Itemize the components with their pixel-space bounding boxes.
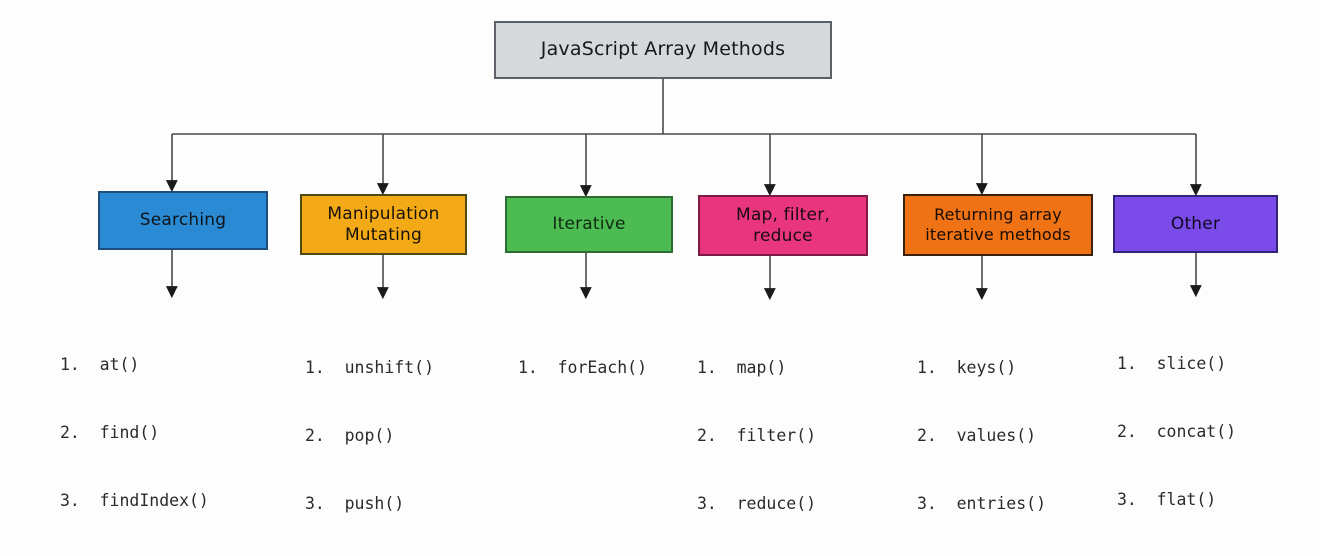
list-item: 3.push()	[305, 494, 405, 514]
list-item: 3.flat()	[1117, 490, 1217, 510]
category-label-map-filter-reduce: Map, filter, reduce	[735, 204, 831, 246]
method-list-other: 1.slice() 2.concat() 3.flat() 4.flatMap(…	[1117, 307, 1317, 556]
list-item: 1.slice()	[1117, 353, 1227, 373]
method-list-manipulation-mutating: 1.unshift() 2.pop() 3.push() 4.shift() 5…	[305, 311, 525, 556]
category-box-manipulation-mutating[interactable]: Manipulation Mutating	[300, 194, 467, 255]
list-item: 3.entries()	[917, 494, 1046, 514]
category-box-searching[interactable]: Searching	[98, 191, 268, 250]
root-node-label: JavaScript Array Methods	[540, 38, 786, 61]
method-list-map-filter-reduce: 1.map() 2.filter() 3.reduce() 4.reduceRi…	[697, 311, 907, 556]
category-box-map-filter-reduce[interactable]: Map, filter, reduce	[698, 195, 868, 256]
list-item: 3.findIndex()	[60, 491, 209, 511]
category-box-other[interactable]: Other	[1113, 195, 1278, 253]
category-label-returning-array-iterative-methods: Returning array iterative methods	[925, 205, 1071, 244]
list-item: 1.at()	[60, 354, 140, 374]
list-item: 3.reduce()	[697, 494, 817, 514]
method-list-returning-array-iterative-methods: 1.keys() 2.values() 3.entries()	[917, 311, 1107, 556]
category-label-manipulation-mutating: Manipulation Mutating	[327, 203, 440, 245]
category-box-returning-array-iterative-methods[interactable]: Returning array iterative methods	[903, 194, 1093, 256]
list-item: 2.pop()	[305, 425, 395, 445]
list-item: 2.concat()	[1117, 421, 1237, 441]
list-item: 2.values()	[917, 425, 1037, 445]
list-item: 1.keys()	[917, 357, 1017, 377]
list-item: 1.map()	[697, 357, 787, 377]
category-label-other: Other	[1170, 213, 1221, 234]
list-item: 2.find()	[60, 422, 160, 442]
method-list-searching: 1.at() 2.find() 3.findIndex() 4.findLast…	[60, 308, 300, 556]
root-node-javascript-array-methods[interactable]: JavaScript Array Methods	[494, 21, 832, 79]
category-label-iterative: Iterative	[552, 214, 626, 235]
list-item: 1.forEach()	[518, 357, 647, 377]
category-label-searching: Searching	[139, 210, 227, 231]
list-item: 1.unshift()	[305, 357, 434, 377]
category-box-iterative[interactable]: Iterative	[505, 196, 673, 253]
method-list-iterative: 1.forEach()	[518, 311, 718, 425]
list-item: 2.filter()	[697, 425, 817, 445]
